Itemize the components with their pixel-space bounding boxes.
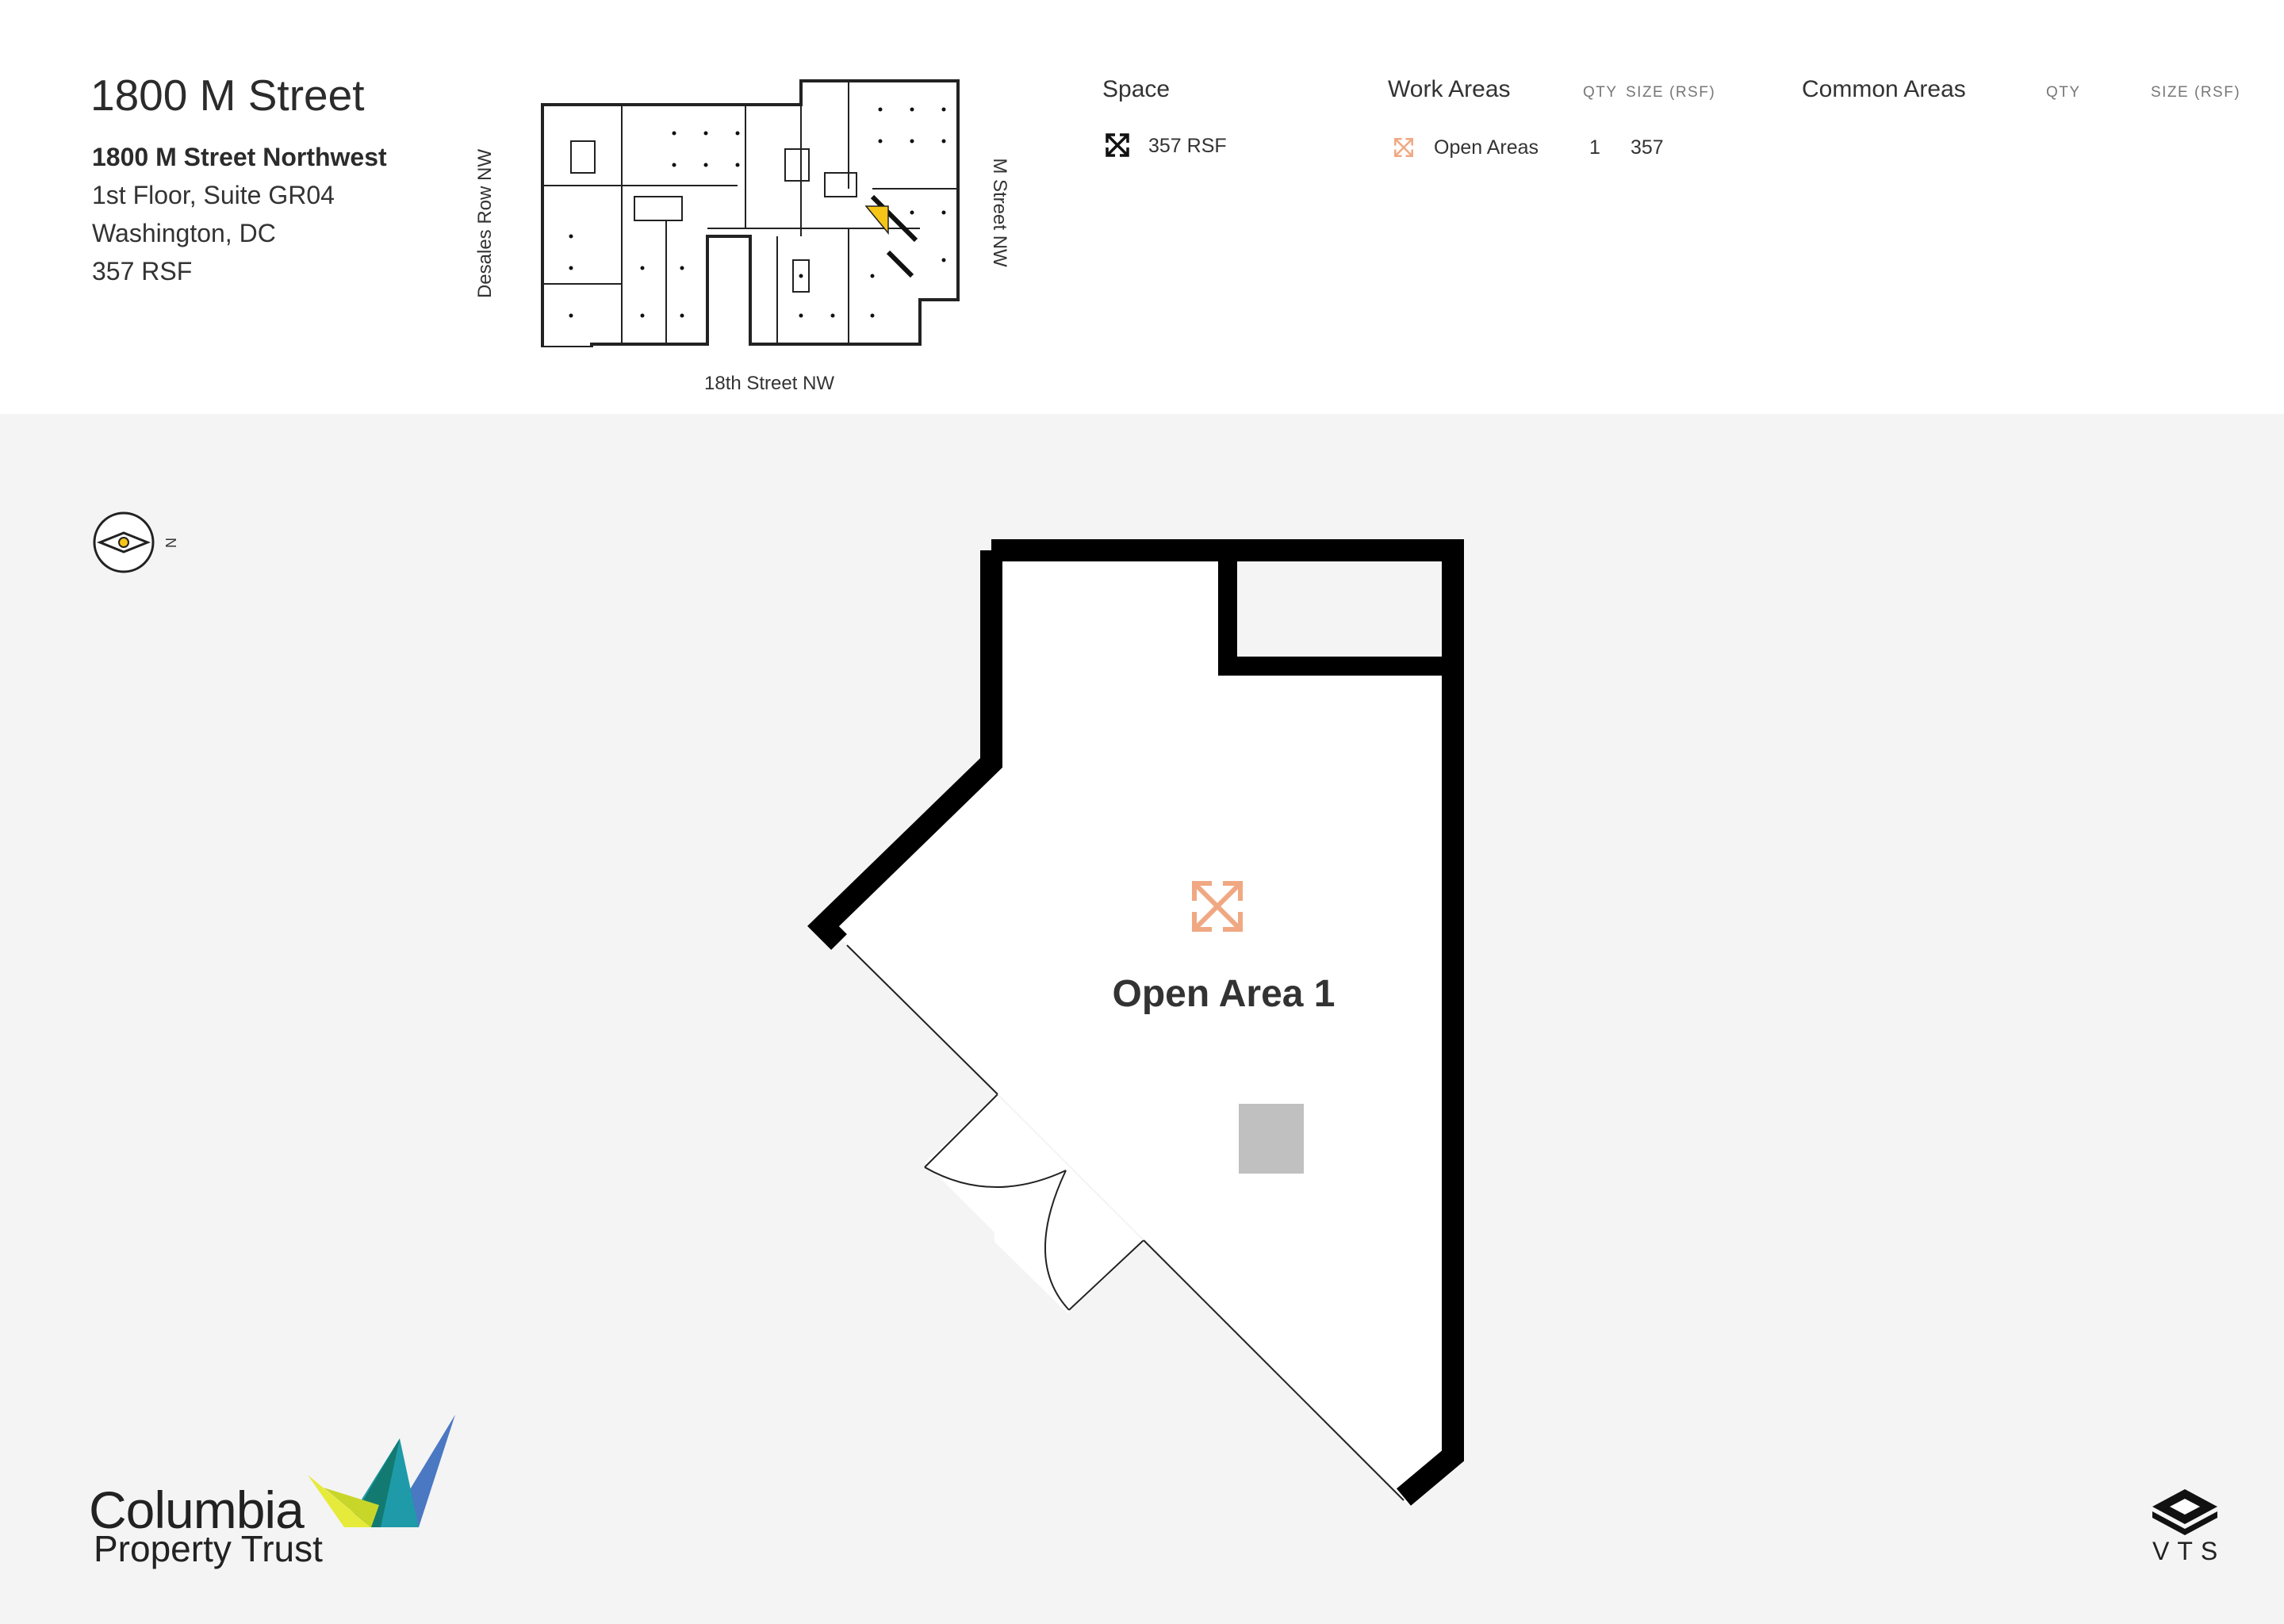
inner-room: [1218, 558, 1453, 666]
work-area-qty: 1: [1589, 136, 1600, 159]
address-size: 357 RSF: [92, 257, 193, 285]
building-title: 1800 M Street: [90, 71, 365, 120]
vts-logo-text: VTS: [2152, 1537, 2226, 1565]
expand-arrows-icon: [1192, 881, 1243, 932]
street-label-18th: 18th Street NW: [704, 373, 835, 394]
work-areas-qty-header: QTY: [1583, 84, 1618, 101]
address-suite: 1st Floor, Suite GR04: [92, 181, 335, 209]
columbia-logo-mark: [308, 1415, 455, 1527]
expand-arrows-icon: [1394, 138, 1413, 157]
key-plan: [541, 79, 960, 347]
room-open-area-1: [825, 550, 1464, 1503]
columbia-logo-text: Columbia: [89, 1480, 305, 1539]
expand-arrows-icon: [1106, 133, 1129, 157]
address-street: 1800 M Street Northwest: [92, 143, 387, 171]
columbia-logo-subtext: Property Trust: [94, 1528, 323, 1569]
work-areas-size-header: SIZE (RSF): [1626, 84, 1716, 101]
common-areas-size-header: SIZE (RSF): [2151, 84, 2241, 101]
work-area-label: Open Areas: [1434, 136, 1539, 159]
space-heading: Space: [1102, 76, 1171, 102]
header-panel: [0, 0, 2284, 414]
compass-icon: [93, 511, 155, 573]
work-area-size: 357: [1631, 136, 1664, 159]
structural-column: [1239, 1104, 1304, 1174]
space-size-value: 357 RSF: [1148, 135, 1227, 157]
work-areas-heading: Work Areas: [1388, 76, 1511, 102]
key-plan-highlight: [864, 205, 889, 236]
vts-logo-icon: [2152, 1489, 2217, 1535]
room-label: Open Area 1: [1112, 973, 1336, 1015]
common-areas-qty-header: QTY: [2046, 84, 2081, 101]
address-city: Washington, DC: [92, 219, 276, 247]
common-areas-heading: Common Areas: [1802, 76, 1966, 102]
